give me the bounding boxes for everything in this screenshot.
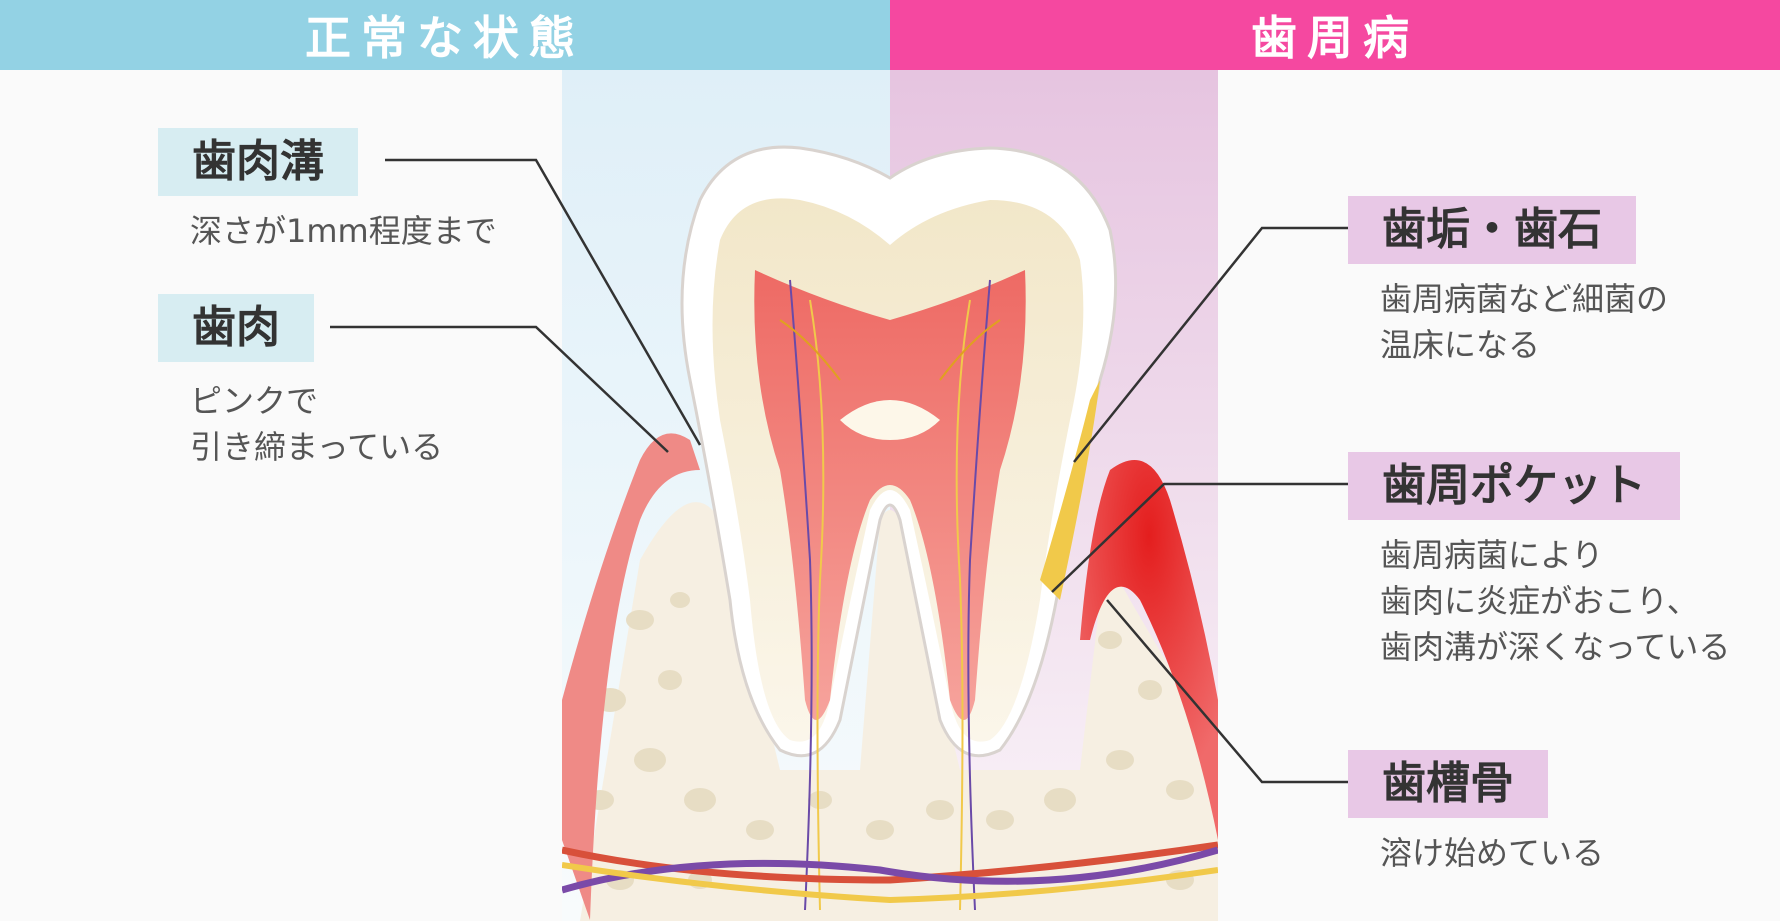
label-alveolar-bone: 歯槽骨 xyxy=(1348,750,1548,818)
bone-cells xyxy=(586,592,1194,890)
blood-vessels xyxy=(779,279,1001,911)
desc-gum: ピンクで引き締まっている xyxy=(190,382,444,466)
label-gingival-sulcus: 歯肉溝 xyxy=(158,128,358,196)
tooth-pulp xyxy=(754,270,1026,720)
leader-plaque xyxy=(1073,226,1348,463)
leader-pocket xyxy=(1051,482,1348,593)
gum-inflamed xyxy=(1080,460,1218,840)
plaque-tartar xyxy=(1040,380,1100,600)
header-periodontal-disease: 歯周病 xyxy=(890,0,1780,70)
desc-gingival-sulcus: 深さが1mm程度まで xyxy=(190,212,497,250)
desc-alveolar-bone: 溶け始めている xyxy=(1380,834,1605,872)
leader-gum xyxy=(330,325,669,453)
vessel-red xyxy=(562,841,1218,884)
label-plaque-tartar: 歯垢・歯石 xyxy=(1348,196,1636,264)
label-gum: 歯肉 xyxy=(158,294,314,362)
desc-periodontal-pocket: 歯周病菌により歯肉に炎症がおこり、歯肉溝が深くなっている xyxy=(1380,536,1731,666)
vessel-yellow xyxy=(562,862,1218,904)
gum-normal xyxy=(562,433,700,920)
leader-bone xyxy=(1106,599,1348,784)
header-normal: 正常な状態 xyxy=(0,0,890,70)
leader-sulcus xyxy=(385,158,702,446)
vessel-purple xyxy=(562,846,1218,894)
desc-plaque-tartar: 歯周病菌など細菌の温床になる xyxy=(1380,280,1669,364)
label-periodontal-pocket: 歯周ポケット xyxy=(1348,452,1680,520)
